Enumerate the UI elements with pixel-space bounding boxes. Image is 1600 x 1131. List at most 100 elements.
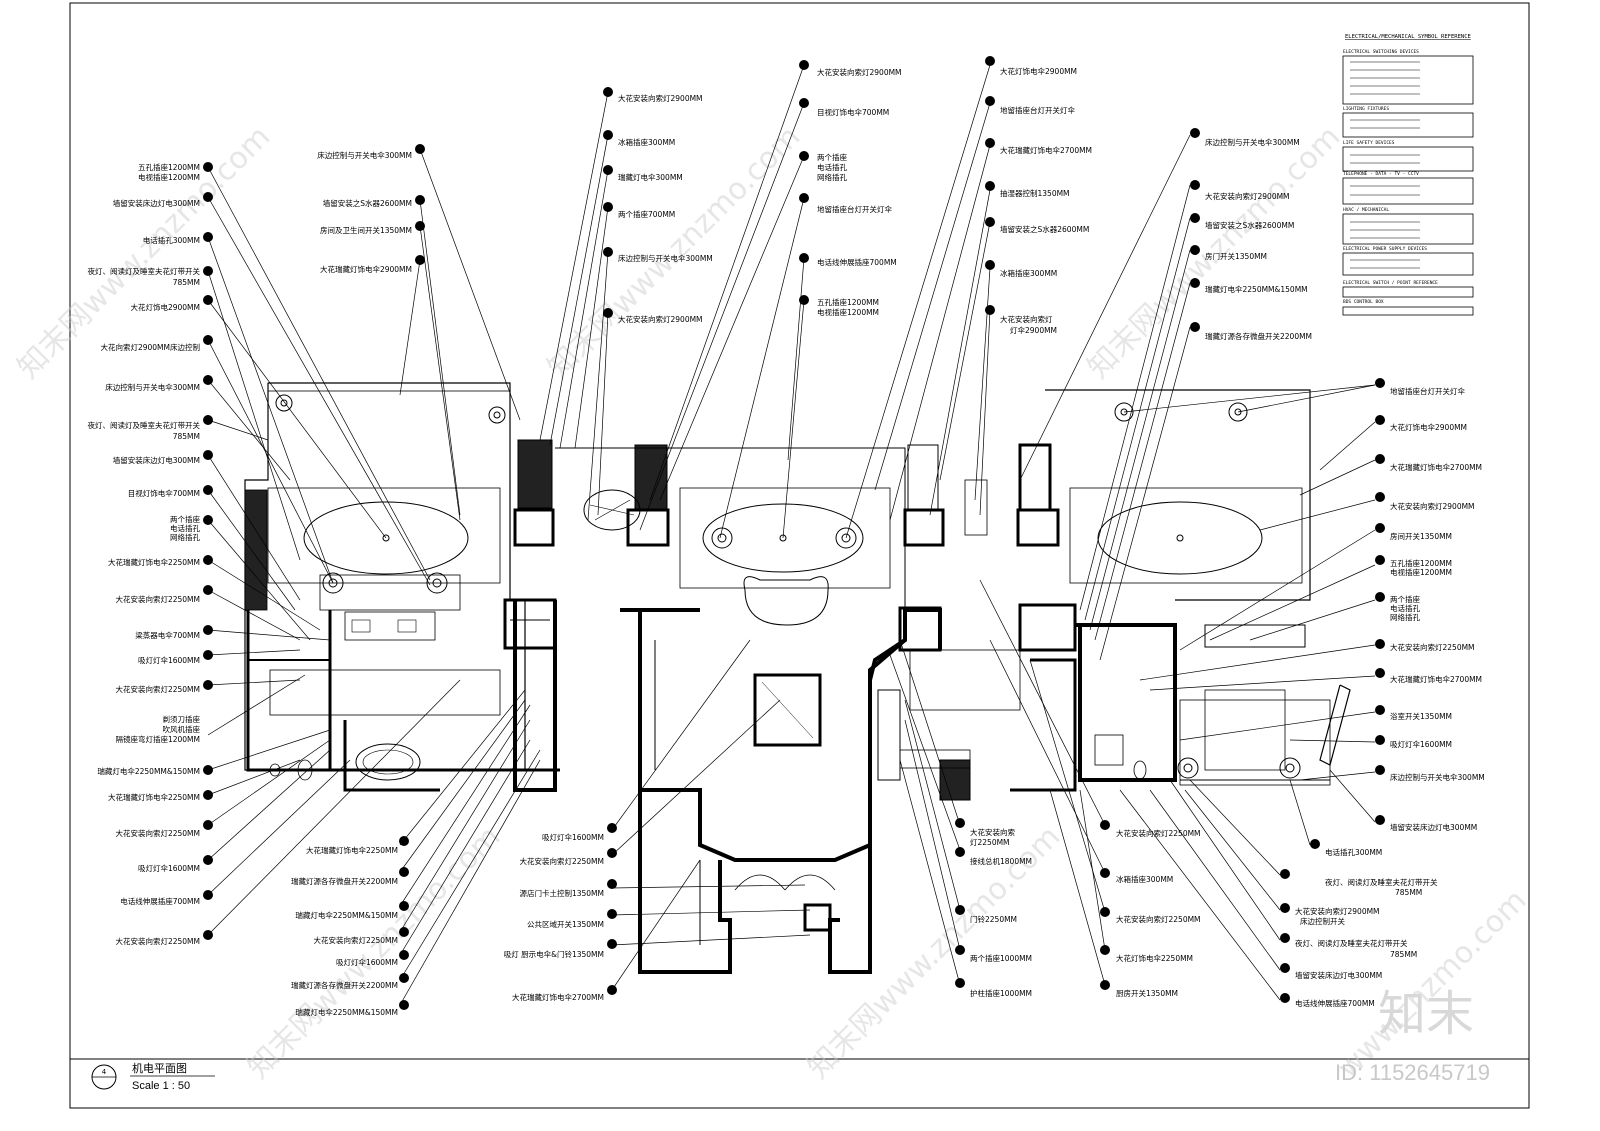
callout-label: 大花安装向索灯2250MM xyxy=(313,935,398,945)
callout-label: 剃须刀插座 xyxy=(163,714,201,724)
callout-label: 大花安装向索灯2900MM xyxy=(618,93,703,103)
callout-label: 大花安装向索灯2900MM xyxy=(817,67,902,77)
callout-label: 电话插孔300MM xyxy=(1325,847,1382,857)
labels-center-bottom: 吸灯灯伞1600MM 大花安装向索灯2250MM 源店门卡土控制1350MM 公… xyxy=(504,818,1201,1002)
drawing-scale: Scale 1 : 50 xyxy=(132,1080,190,1092)
callout-label: 大花瑞藏灯饰电伞2700MM xyxy=(512,992,604,1002)
legend-section: ELECTRICAL POWER SUPPLY DEVICES xyxy=(1343,246,1427,252)
callout-label: 墙留安装之S水器2600MM xyxy=(323,198,412,208)
callout-label: 吸灯灯伞1600MM xyxy=(542,832,604,842)
callout-label: 五孔插座1200MM xyxy=(138,162,200,172)
callout-label: 灯伞2900MM xyxy=(1010,325,1057,335)
callout-label: 电话插孔300MM xyxy=(143,235,200,245)
callout-label: 大花瑞藏灯饰电伞2700MM xyxy=(1390,462,1482,472)
callout-label: 五孔插座1200MM xyxy=(817,297,879,307)
callout-label: 网络插孔 xyxy=(817,172,847,182)
callout-label: 大花瑞藏灯饰电伞2250MM xyxy=(306,845,398,855)
callout-label: 电话线伸展插座700MM xyxy=(1295,998,1375,1008)
callout-label: 大花安装向索灯2250MM xyxy=(115,684,200,694)
callout-label: 两个插座 xyxy=(817,152,847,162)
callout-label: 源店门卡土控制1350MM xyxy=(519,888,604,898)
callout-label: 大花安装向索灯2900MM xyxy=(1205,191,1290,201)
legend-section: TELEPHONE - DATA - TV - CCTV xyxy=(1343,171,1419,177)
callout-label: 夜灯、阅读灯及睡室夫花灯带开关 xyxy=(1325,877,1438,887)
callout-label: 大花安装向索灯2900MM xyxy=(1390,501,1475,511)
callout-label: 吸灯灯伞1600MM xyxy=(1390,739,1452,749)
legend-section: LIGHTING FIXTURES xyxy=(1343,106,1389,112)
callout-label: 两个插座1000MM xyxy=(970,953,1032,963)
callout-label: 785MM xyxy=(173,278,200,287)
callout-label: 床边控制与开关电伞300MM xyxy=(618,253,713,263)
callout-label: 大花安装向索灯2900MM xyxy=(1295,906,1380,916)
callout-label: 大花安装向索灯2250MM xyxy=(115,828,200,838)
callout-label: 785MM xyxy=(173,432,200,441)
brand-logo: 知末 xyxy=(1378,986,1474,1042)
callout-label: 瑞藏灯源各存微盘开关2200MM xyxy=(291,980,398,990)
callout-label: 大花灯饰电伞2900MM xyxy=(1000,66,1077,76)
callout-label: 大花瑞藏灯饰电伞2700MM xyxy=(1000,145,1092,155)
light-fixtures xyxy=(275,394,1301,779)
callout-label: 电话插孔 xyxy=(1390,603,1420,613)
callout-label: 大花瑞藏灯饰电伞2250MM xyxy=(108,557,200,567)
sheet-border xyxy=(69,2,1530,1109)
callout-label: 电视插座1200MM xyxy=(817,307,879,317)
callout-label: 785MM xyxy=(1390,950,1417,959)
watermark: 知末网www.znzmo.com xyxy=(241,819,507,1085)
labels-center-left: 床边控制与开关电伞300MM 墙留安装之S水器2600MM 房间及卫生间开关13… xyxy=(291,144,425,1017)
callout-label: 大花安装向索 xyxy=(970,827,1015,837)
callout-label: 墙留安装床边灯电300MM xyxy=(1390,822,1477,832)
callout-label: 瑞藏灯电伞2250MM&150MM xyxy=(295,910,398,920)
legend-section: ELECTRICAL SWITCHING DEVICES xyxy=(1343,49,1419,55)
callout-label: 梁蒸器电伞700MM xyxy=(135,630,200,640)
walls xyxy=(244,382,1351,974)
callout-label: 瑞藏灯源各存微盘开关2200MM xyxy=(291,876,398,886)
callout-label: 冰箱插座300MM xyxy=(1000,268,1057,278)
callout-label: 门铃2250MM xyxy=(970,914,1017,924)
legend-section: LIFE SAFETY DEVICES xyxy=(1343,140,1395,146)
callout-label: 墙留安装床边灯电300MM xyxy=(113,455,200,465)
callout-label: 隔镜座弯灯插座1200MM xyxy=(115,734,200,744)
labels-right: 床边控制与开关电伞300MM 大花安装向索灯2900MM 墙留安装之S水器260… xyxy=(1190,128,1485,1008)
callout-label: 夜灯、阅读灯及睡室夫花灯带开关 xyxy=(1295,938,1408,948)
callout-label: 床边控制开关 xyxy=(1300,916,1345,926)
callout-label: 吸灯灯伞1600MM xyxy=(138,655,200,665)
callout-label: 浴室开关1350MM xyxy=(1390,711,1452,721)
callout-label: 冰箱插座300MM xyxy=(1116,874,1173,884)
callout-label: 夜灯、阅读灯及睡室夫花灯带开关 xyxy=(88,266,201,276)
callout-label: 墙留安装之S水器2600MM xyxy=(1205,220,1294,230)
callout-label: 床边控制与开关电伞300MM xyxy=(1205,137,1300,147)
callout-label: 地留插座台灯开关灯伞 xyxy=(817,204,892,214)
callout-label: 目视灯饰电伞700MM xyxy=(128,488,200,498)
callout-label: 吸灯灯伞1600MM xyxy=(138,863,200,873)
legend-heading: ELECTRICAL/MECHANICAL SYMBOL REFERENCE xyxy=(1345,34,1471,40)
callout-label: 接线总机1800MM xyxy=(970,856,1032,866)
callout-label: 大花安装向索灯2250MM xyxy=(519,856,604,866)
callout-label: 地留插座台灯开关灯伞 xyxy=(1390,386,1465,396)
drawing-title: 机电平面图 xyxy=(132,1061,187,1075)
callout-label: 吸灯 厨示电伞&门铃1350MM xyxy=(504,949,604,959)
callout-label: 瑞藏灯电伞2250MM&150MM xyxy=(295,1007,398,1017)
labels-left: 五孔插座1200MM 电视插座1200MM 墙留安装床边灯电300MM 电话插孔… xyxy=(88,162,213,946)
symbol-legend: ELECTRICAL/MECHANICAL SYMBOL REFERENCE E… xyxy=(1342,34,1474,316)
callout-label: 吸灯灯伞1600MM xyxy=(336,957,398,967)
callout-label: 大花灯饰电伞2250MM xyxy=(1116,953,1193,963)
callout-label: 床边控制与开关电伞300MM xyxy=(105,382,200,392)
callout-label: 大花安装向索灯2250MM xyxy=(1116,914,1201,924)
callout-label: 墙留安装床边灯电300MM xyxy=(1295,970,1382,980)
callout-label: 瑞藏灯源各存微盘开关2200MM xyxy=(1205,331,1312,341)
callout-label: 大花安装向索灯2250MM xyxy=(115,936,200,946)
callout-label: 大花安装向索灯2250MM xyxy=(1116,828,1201,838)
callout-label: 电视插座1200MM xyxy=(1390,567,1452,577)
callout-label: 墙留安装床边灯电300MM xyxy=(113,198,200,208)
callout-label: 大花灯饰电伞2900MM xyxy=(1390,422,1467,432)
callout-label: 电话线伸展插座700MM xyxy=(120,896,200,906)
callout-label: 五孔插座1200MM xyxy=(1390,558,1452,568)
callout-label: 两个插座 xyxy=(1390,594,1420,604)
callout-label: 785MM xyxy=(1395,888,1422,897)
callout-label: 大花安装向索灯 xyxy=(1000,314,1053,324)
callout-label: 电话插孔 xyxy=(170,523,200,533)
callout-label: 电话线伸展插座700MM xyxy=(817,257,897,267)
callout-label: 房间及卫生间开关1350MM xyxy=(320,225,412,235)
callout-label: 大花灯饰电2900MM xyxy=(130,302,200,312)
